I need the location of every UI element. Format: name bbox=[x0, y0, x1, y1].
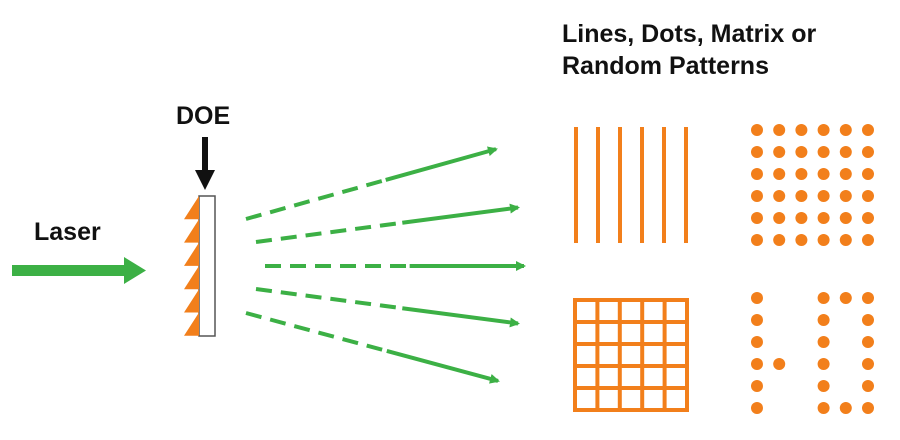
pattern-dot bbox=[751, 168, 763, 180]
pattern-dot bbox=[839, 212, 852, 224]
pattern-dot bbox=[751, 190, 763, 202]
sawtooth-tooth bbox=[184, 196, 199, 220]
pattern-dot bbox=[817, 402, 830, 414]
pattern-dot bbox=[751, 402, 763, 414]
pattern-dot bbox=[817, 146, 830, 158]
sawtooth-tooth bbox=[184, 242, 199, 266]
pattern-dot bbox=[795, 212, 808, 224]
input-laser-beam bbox=[12, 257, 146, 284]
pattern-dot bbox=[817, 234, 830, 246]
random-pattern bbox=[751, 292, 874, 414]
pattern-dot bbox=[751, 124, 763, 136]
pattern-dot bbox=[751, 314, 763, 326]
pattern-dot bbox=[751, 336, 763, 348]
pattern-dot bbox=[839, 234, 852, 246]
matrix-pattern bbox=[573, 298, 689, 412]
sawtooth-tooth bbox=[184, 219, 199, 243]
pattern-dot bbox=[817, 168, 830, 180]
doe-sawtooth-grating bbox=[184, 196, 199, 336]
pattern-dot bbox=[862, 336, 874, 348]
pattern-dot bbox=[751, 212, 763, 224]
pattern-dot bbox=[795, 234, 808, 246]
pattern-dot bbox=[862, 292, 874, 304]
pattern-dot bbox=[773, 358, 786, 370]
doe-label: DOE bbox=[176, 102, 230, 130]
pattern-dot bbox=[817, 212, 830, 224]
pattern-dot bbox=[817, 190, 830, 202]
pattern-dot bbox=[839, 146, 852, 158]
sawtooth-tooth bbox=[184, 289, 199, 313]
pattern-dot bbox=[862, 314, 874, 326]
pattern-dot bbox=[817, 124, 830, 136]
pattern-dot bbox=[817, 380, 830, 392]
pattern-dot bbox=[773, 190, 786, 202]
pattern-dot bbox=[751, 146, 763, 158]
pattern-dot bbox=[751, 234, 763, 246]
lines-pattern bbox=[574, 127, 688, 243]
pattern-dot bbox=[862, 234, 874, 246]
pattern-dot bbox=[862, 190, 874, 202]
pattern-dot bbox=[862, 402, 874, 414]
pattern-dot bbox=[751, 380, 763, 392]
pattern-dot bbox=[839, 402, 852, 414]
pattern-dot bbox=[862, 212, 874, 224]
patterns-title-line1: Lines, Dots, Matrix or bbox=[562, 20, 817, 48]
pattern-dot bbox=[751, 358, 763, 370]
pattern-dot bbox=[862, 146, 874, 158]
diffracted-beam bbox=[255, 287, 520, 328]
pattern-dot bbox=[817, 314, 830, 326]
sawtooth-tooth bbox=[184, 312, 199, 336]
pattern-dot bbox=[839, 168, 852, 180]
pattern-dot bbox=[862, 168, 874, 180]
pattern-dot bbox=[862, 358, 874, 370]
patterns-title: Lines, Dots, Matrix or Random Patterns bbox=[562, 18, 892, 82]
pattern-dot bbox=[795, 124, 808, 136]
dots-pattern bbox=[751, 124, 874, 246]
pattern-dot bbox=[773, 168, 786, 180]
diffracted-beam bbox=[245, 146, 498, 221]
pattern-dot bbox=[751, 292, 763, 304]
patterns-title-line2: Random Patterns bbox=[562, 52, 769, 80]
pattern-dot bbox=[773, 234, 786, 246]
pattern-dot bbox=[839, 190, 852, 202]
pattern-dot bbox=[795, 146, 808, 158]
pattern-dot bbox=[795, 168, 808, 180]
sawtooth-tooth bbox=[184, 265, 199, 290]
diffractive-optical-element bbox=[184, 195, 216, 337]
pattern-dot bbox=[773, 212, 786, 224]
diffracted-beam bbox=[255, 203, 520, 244]
matrix-border bbox=[573, 298, 689, 412]
pattern-dot bbox=[773, 124, 786, 136]
pattern-dot bbox=[862, 124, 874, 136]
pattern-dot bbox=[817, 358, 830, 370]
pattern-dot bbox=[795, 190, 808, 202]
doe-pointer-arrow bbox=[195, 137, 215, 190]
pattern-dot bbox=[817, 292, 830, 304]
pattern-dot bbox=[773, 146, 786, 158]
pattern-dot bbox=[862, 380, 874, 392]
pattern-dot bbox=[817, 336, 830, 348]
pattern-dot bbox=[839, 124, 852, 136]
diffracted-beams bbox=[245, 146, 526, 384]
diffracted-beam bbox=[245, 311, 500, 384]
laser-label: Laser bbox=[34, 218, 101, 246]
pattern-dot bbox=[839, 292, 852, 304]
